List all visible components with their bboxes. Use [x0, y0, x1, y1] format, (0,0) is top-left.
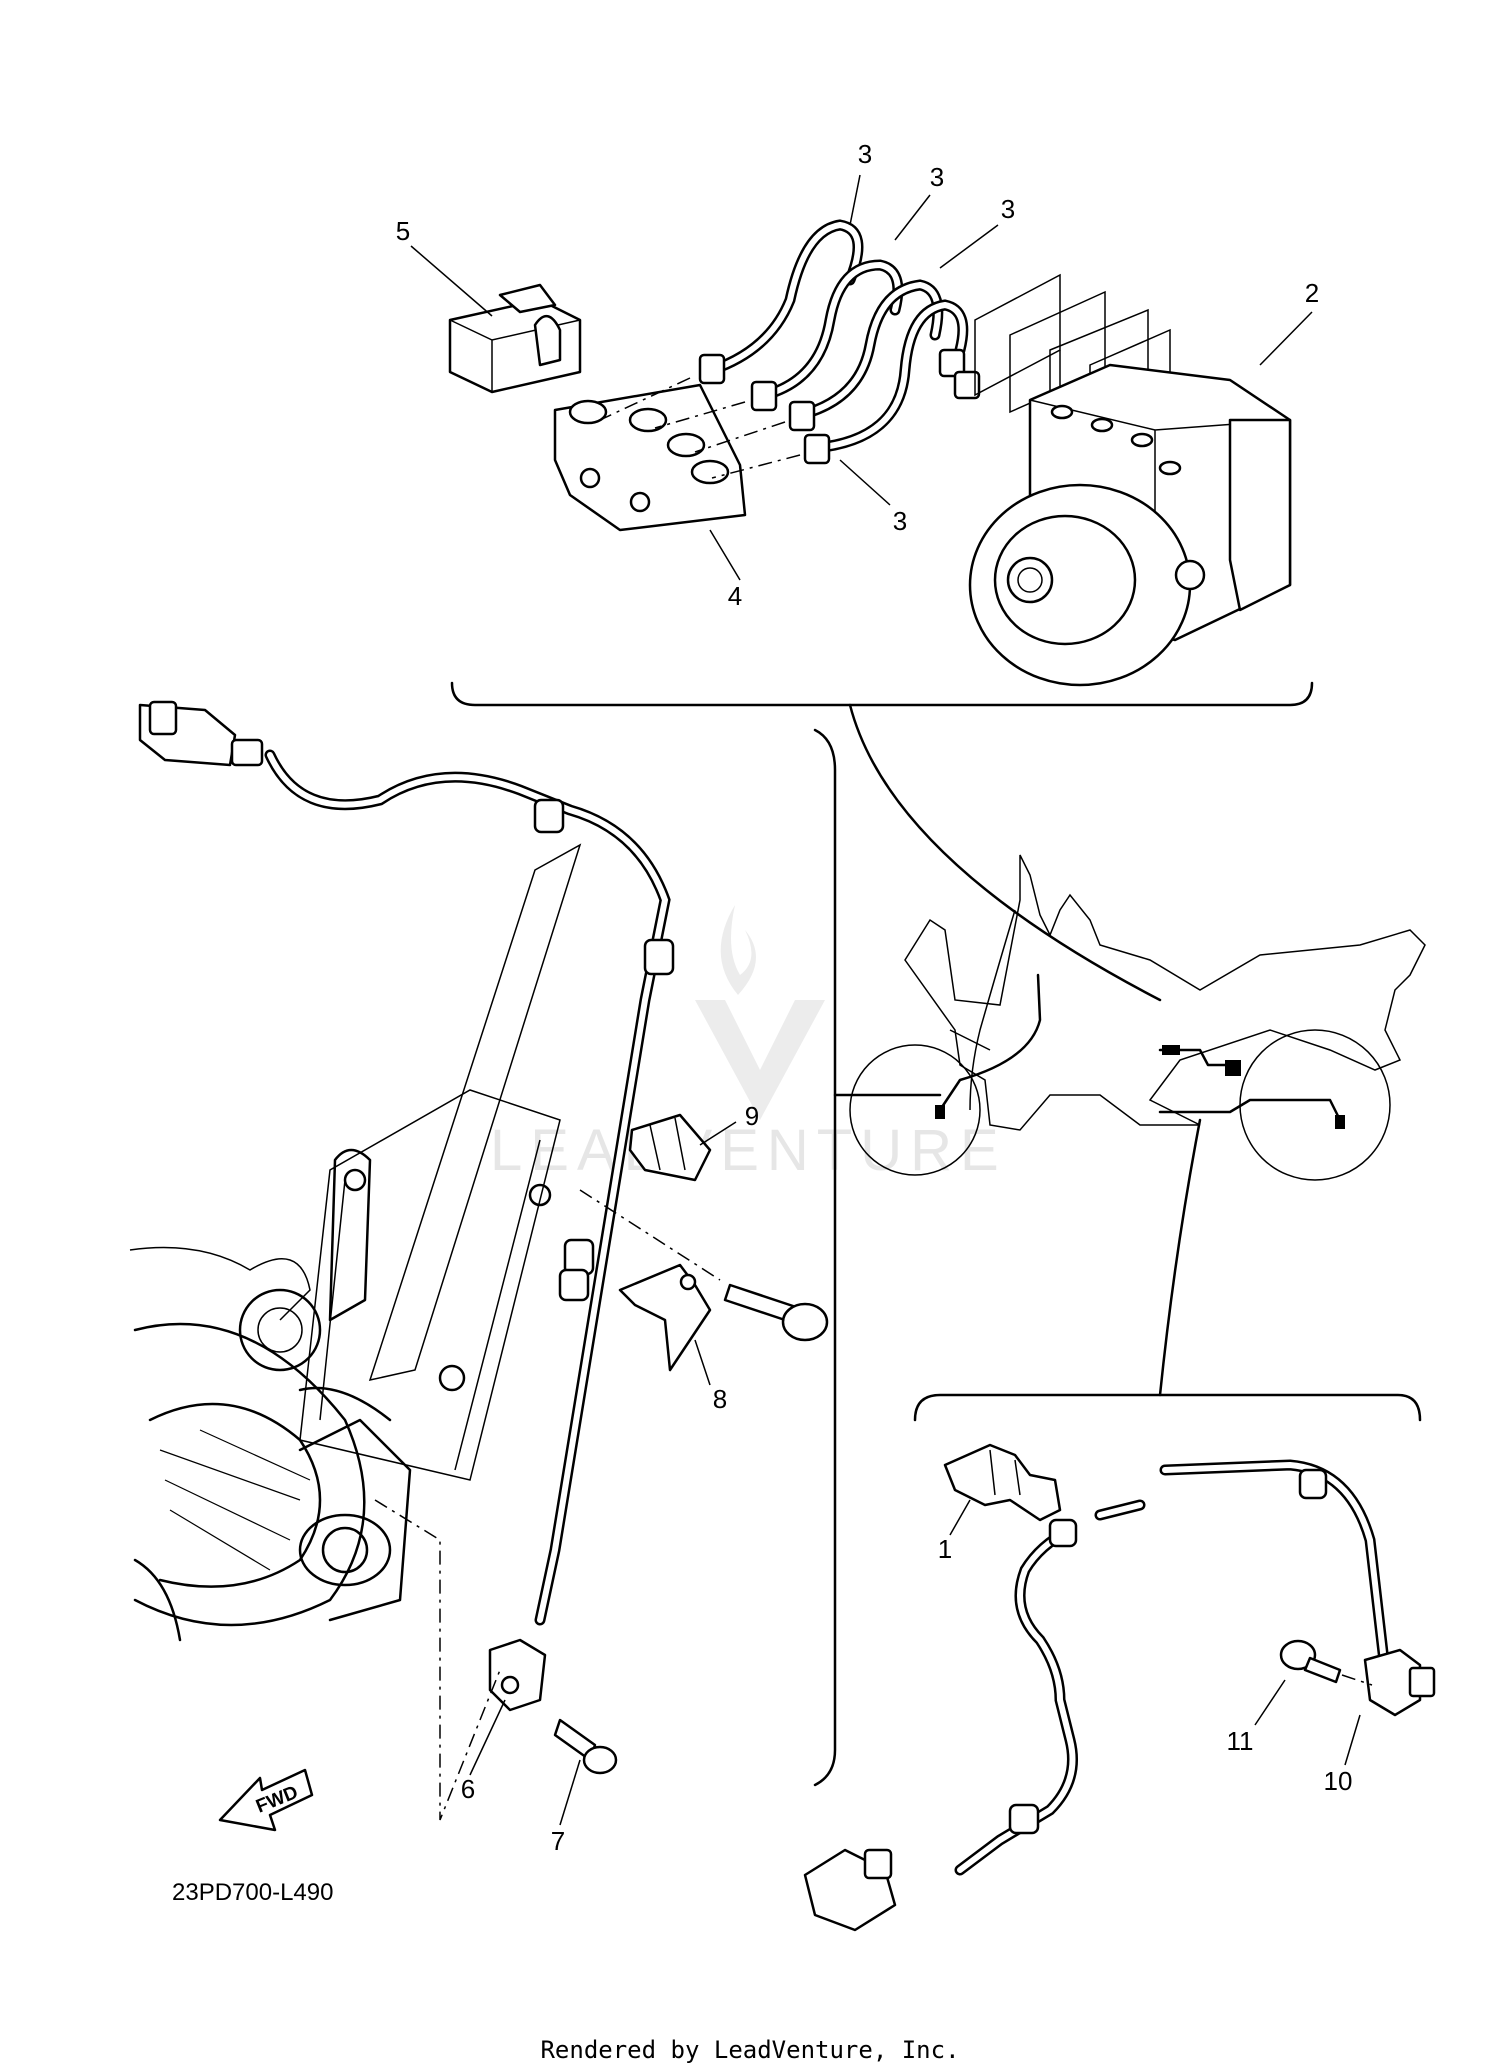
motorcycle-locator	[849, 854, 1426, 1397]
rear-sensor-group	[803, 1393, 1436, 1932]
part-7-bolt	[553, 1718, 618, 1775]
callout-labels: 3 3 3 2 5 3 4 9 8 6 7 1 11 10	[396, 139, 1353, 1856]
leader-3a	[849, 174, 861, 226]
callout-10: 10	[1324, 1766, 1353, 1796]
fwd-arrow: FWD	[218, 1768, 314, 1832]
bracket-to-bike-leader	[848, 703, 1162, 1002]
footer-credit: Rendered by LeadVenture, Inc.	[540, 2036, 959, 2064]
leader-9	[699, 1121, 737, 1146]
locator-rear-wire	[1158, 1098, 1342, 1122]
front-fork-tube	[368, 843, 582, 1382]
callout-1: 1	[938, 1534, 952, 1564]
leader-10	[1344, 1714, 1361, 1766]
part-8-bracket	[579, 1189, 829, 1372]
part-5-relay	[448, 283, 582, 394]
leader-3c	[939, 224, 999, 269]
callout-5: 5	[396, 216, 410, 246]
right-divider-bracket	[813, 728, 837, 1787]
part-11-bolt	[1279, 1639, 1373, 1686]
part-9-clip	[628, 1113, 712, 1182]
locator-front-sensor	[935, 1105, 945, 1119]
callout-3b: 3	[930, 162, 944, 192]
callout-11: 11	[1227, 1726, 1254, 1756]
part-3-brake-pipes	[599, 219, 981, 479]
part-4-joint-bracket	[553, 383, 747, 532]
locator-to-rear-leader	[1158, 1118, 1202, 1397]
leader-1	[949, 1499, 971, 1536]
diagram-code: 23PD700-L490	[172, 1879, 333, 1906]
front-wheel-hub	[129, 1246, 412, 1642]
leader-4	[709, 529, 741, 581]
sensor-projection-line	[374, 1499, 501, 1821]
part-1-clamp	[943, 1443, 1062, 1522]
part-2-hydraulic-unit	[968, 363, 1292, 687]
leader-3d	[839, 459, 891, 506]
callout-7: 7	[551, 1826, 565, 1856]
locator-hu-marker	[1225, 1060, 1241, 1076]
leader-6	[469, 1699, 506, 1776]
hydraulic-unit-group	[410, 174, 1314, 1002]
leader-5	[410, 245, 493, 317]
callout-4: 4	[728, 581, 742, 611]
callout-3c: 3	[1001, 194, 1015, 224]
leader-2	[1259, 311, 1313, 366]
top-group-bracket	[450, 681, 1314, 707]
part-10-rear-sensor-cable	[803, 1459, 1436, 1932]
rear-group-bracket	[913, 1393, 1422, 1422]
leader-8	[694, 1339, 711, 1386]
part-6-sensor-cable	[138, 700, 675, 1712]
callout-9: 9	[745, 1101, 759, 1131]
leader-3b	[894, 194, 931, 241]
locator-front-wire	[938, 973, 1042, 1112]
callout-6: 6	[461, 1774, 475, 1804]
leader-11	[1254, 1679, 1286, 1726]
callout-8: 8	[713, 1384, 727, 1414]
callout-3d: 3	[893, 506, 907, 536]
leader-7	[559, 1759, 581, 1826]
locator-rear-sensor	[1335, 1115, 1345, 1129]
watermark-text: LEADVENTURE	[490, 1118, 1007, 1183]
callout-3a: 3	[858, 139, 872, 169]
front-sensor-group: FWD	[129, 700, 829, 1832]
watermark: LEADVENTURE	[490, 905, 1007, 1183]
callout-2: 2	[1305, 278, 1319, 308]
